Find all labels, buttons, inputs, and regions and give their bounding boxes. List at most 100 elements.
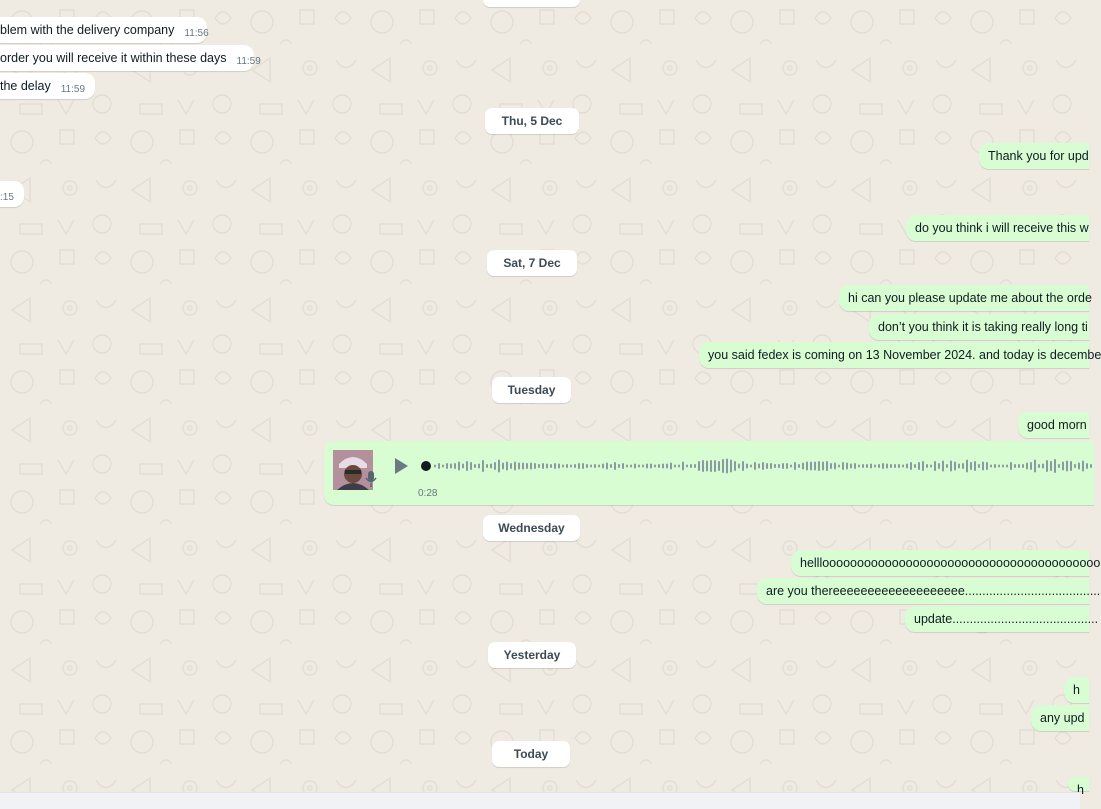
waveform-bar xyxy=(638,464,640,468)
outgoing-message[interactable]: don’t you think it is taking really long… xyxy=(869,314,1089,340)
waveform-bar xyxy=(470,462,472,470)
waveform-bar xyxy=(922,461,924,471)
waveform-bar xyxy=(986,462,988,470)
waveform-bar xyxy=(614,462,616,470)
outgoing-message[interactable]: do you think i will receive this w xyxy=(906,215,1089,241)
waveform-bar xyxy=(798,464,800,468)
waveform-bar xyxy=(598,464,600,468)
waveform-bar xyxy=(546,463,548,469)
microphone-icon xyxy=(365,471,377,487)
waveform-bar xyxy=(650,463,652,469)
waveform-bar xyxy=(698,461,700,471)
waveform-bar xyxy=(522,462,524,470)
waveform-bar xyxy=(618,464,620,468)
waveform-bar xyxy=(502,462,504,470)
outgoing-message[interactable]: any upd xyxy=(1031,705,1089,731)
waveform-bar xyxy=(882,463,884,469)
waveform-bar xyxy=(1078,462,1080,470)
waveform-bar xyxy=(1082,460,1084,472)
waveform-bar xyxy=(482,460,484,472)
waveform-bar xyxy=(550,464,552,468)
date-divider: Wednesday xyxy=(483,515,580,541)
outgoing-message[interactable]: good morn xyxy=(1018,412,1089,438)
waveform-bar xyxy=(1018,464,1020,468)
waveform-bar xyxy=(514,461,516,471)
waveform-bar xyxy=(846,462,848,470)
outgoing-message[interactable]: h xyxy=(1064,677,1089,703)
date-divider: Today xyxy=(492,741,570,767)
waveform-bar xyxy=(686,464,688,468)
waveform-bar xyxy=(586,464,588,468)
waveform-bar xyxy=(938,463,940,469)
waveform-bar xyxy=(730,459,732,473)
waveform-bar xyxy=(762,462,764,470)
waveform-bar xyxy=(558,463,560,469)
waveform-bar xyxy=(970,462,972,470)
outgoing-message[interactable]: hi can you please update me about the or… xyxy=(839,285,1092,311)
waveform-bar xyxy=(490,463,492,469)
outgoing-message[interactable]: Thank you for upd xyxy=(979,143,1089,169)
waveform-bar xyxy=(434,464,436,468)
outgoing-message[interactable]: update..................................… xyxy=(905,606,1098,632)
play-icon[interactable] xyxy=(392,457,410,475)
waveform-bar xyxy=(626,464,628,468)
waveform-bar xyxy=(930,464,932,468)
waveform-bar xyxy=(826,461,828,471)
outgoing-message[interactable]: helllooooooooooooooooooooooooooooooooooo… xyxy=(791,550,1100,576)
waveform-bar xyxy=(754,462,756,470)
waveform-bar xyxy=(1002,464,1004,468)
outgoing-message[interactable]: you said fedex is coming on 13 November … xyxy=(699,342,1101,368)
waveform-bar xyxy=(746,463,748,469)
waveform-bar xyxy=(974,461,976,471)
waveform-bar xyxy=(758,463,760,469)
waveform-bar xyxy=(870,463,872,469)
waveform-bar xyxy=(594,464,596,468)
waveform-bar xyxy=(454,463,456,469)
date-divider: Tuesday xyxy=(492,377,571,403)
waveform-bar xyxy=(602,463,604,469)
waveform-bar xyxy=(790,464,792,468)
waveform-bar xyxy=(494,462,496,470)
waveform-bar xyxy=(1054,459,1056,473)
waveform-bar xyxy=(818,461,820,471)
waveform-bar xyxy=(958,463,960,469)
waveform-bar xyxy=(802,462,804,470)
outgoing-message[interactable]: are you thereeeeeeeeeeeeeeeeeee.........… xyxy=(757,578,1100,604)
waveform-bar xyxy=(1046,460,1048,472)
waveform-bar xyxy=(1010,462,1012,470)
message-time: 11:59 xyxy=(236,56,261,67)
waveform-bar xyxy=(994,464,996,468)
waveform-bar xyxy=(466,461,468,471)
waveform-bar xyxy=(438,463,440,469)
waveform-bar xyxy=(1006,464,1008,468)
playback-position-handle[interactable] xyxy=(421,461,431,471)
waveform-bar xyxy=(722,459,724,473)
waveform-bar xyxy=(942,460,944,472)
date-divider: Thu, 5 Dec xyxy=(485,108,579,134)
waveform-bar xyxy=(562,464,564,468)
waveform-bar xyxy=(538,464,540,468)
incoming-message[interactable]: order you will receive it within these d… xyxy=(0,45,261,71)
waveform-bar xyxy=(666,463,668,469)
message-text: blem with the delivery company xyxy=(0,23,175,37)
audio-waveform[interactable] xyxy=(434,451,1094,481)
waveform-bar xyxy=(862,464,864,468)
outgoing-message[interactable]: h xyxy=(1068,777,1089,797)
waveform-bar xyxy=(670,462,672,470)
waveform-bar xyxy=(902,464,904,468)
incoming-message[interactable]: :15 xyxy=(0,181,24,207)
waveform-bar xyxy=(634,463,636,469)
waveform-bar xyxy=(578,463,580,469)
waveform-bar xyxy=(1038,464,1040,468)
waveform-bar xyxy=(710,460,712,472)
waveform-bar xyxy=(1050,461,1052,471)
waveform-bar xyxy=(842,462,844,470)
voice-message[interactable]: 0:28 xyxy=(324,441,1094,505)
waveform-bar xyxy=(742,461,744,471)
waveform-bar xyxy=(574,464,576,468)
waveform-bar xyxy=(750,464,752,468)
waveform-bar xyxy=(1026,462,1028,470)
